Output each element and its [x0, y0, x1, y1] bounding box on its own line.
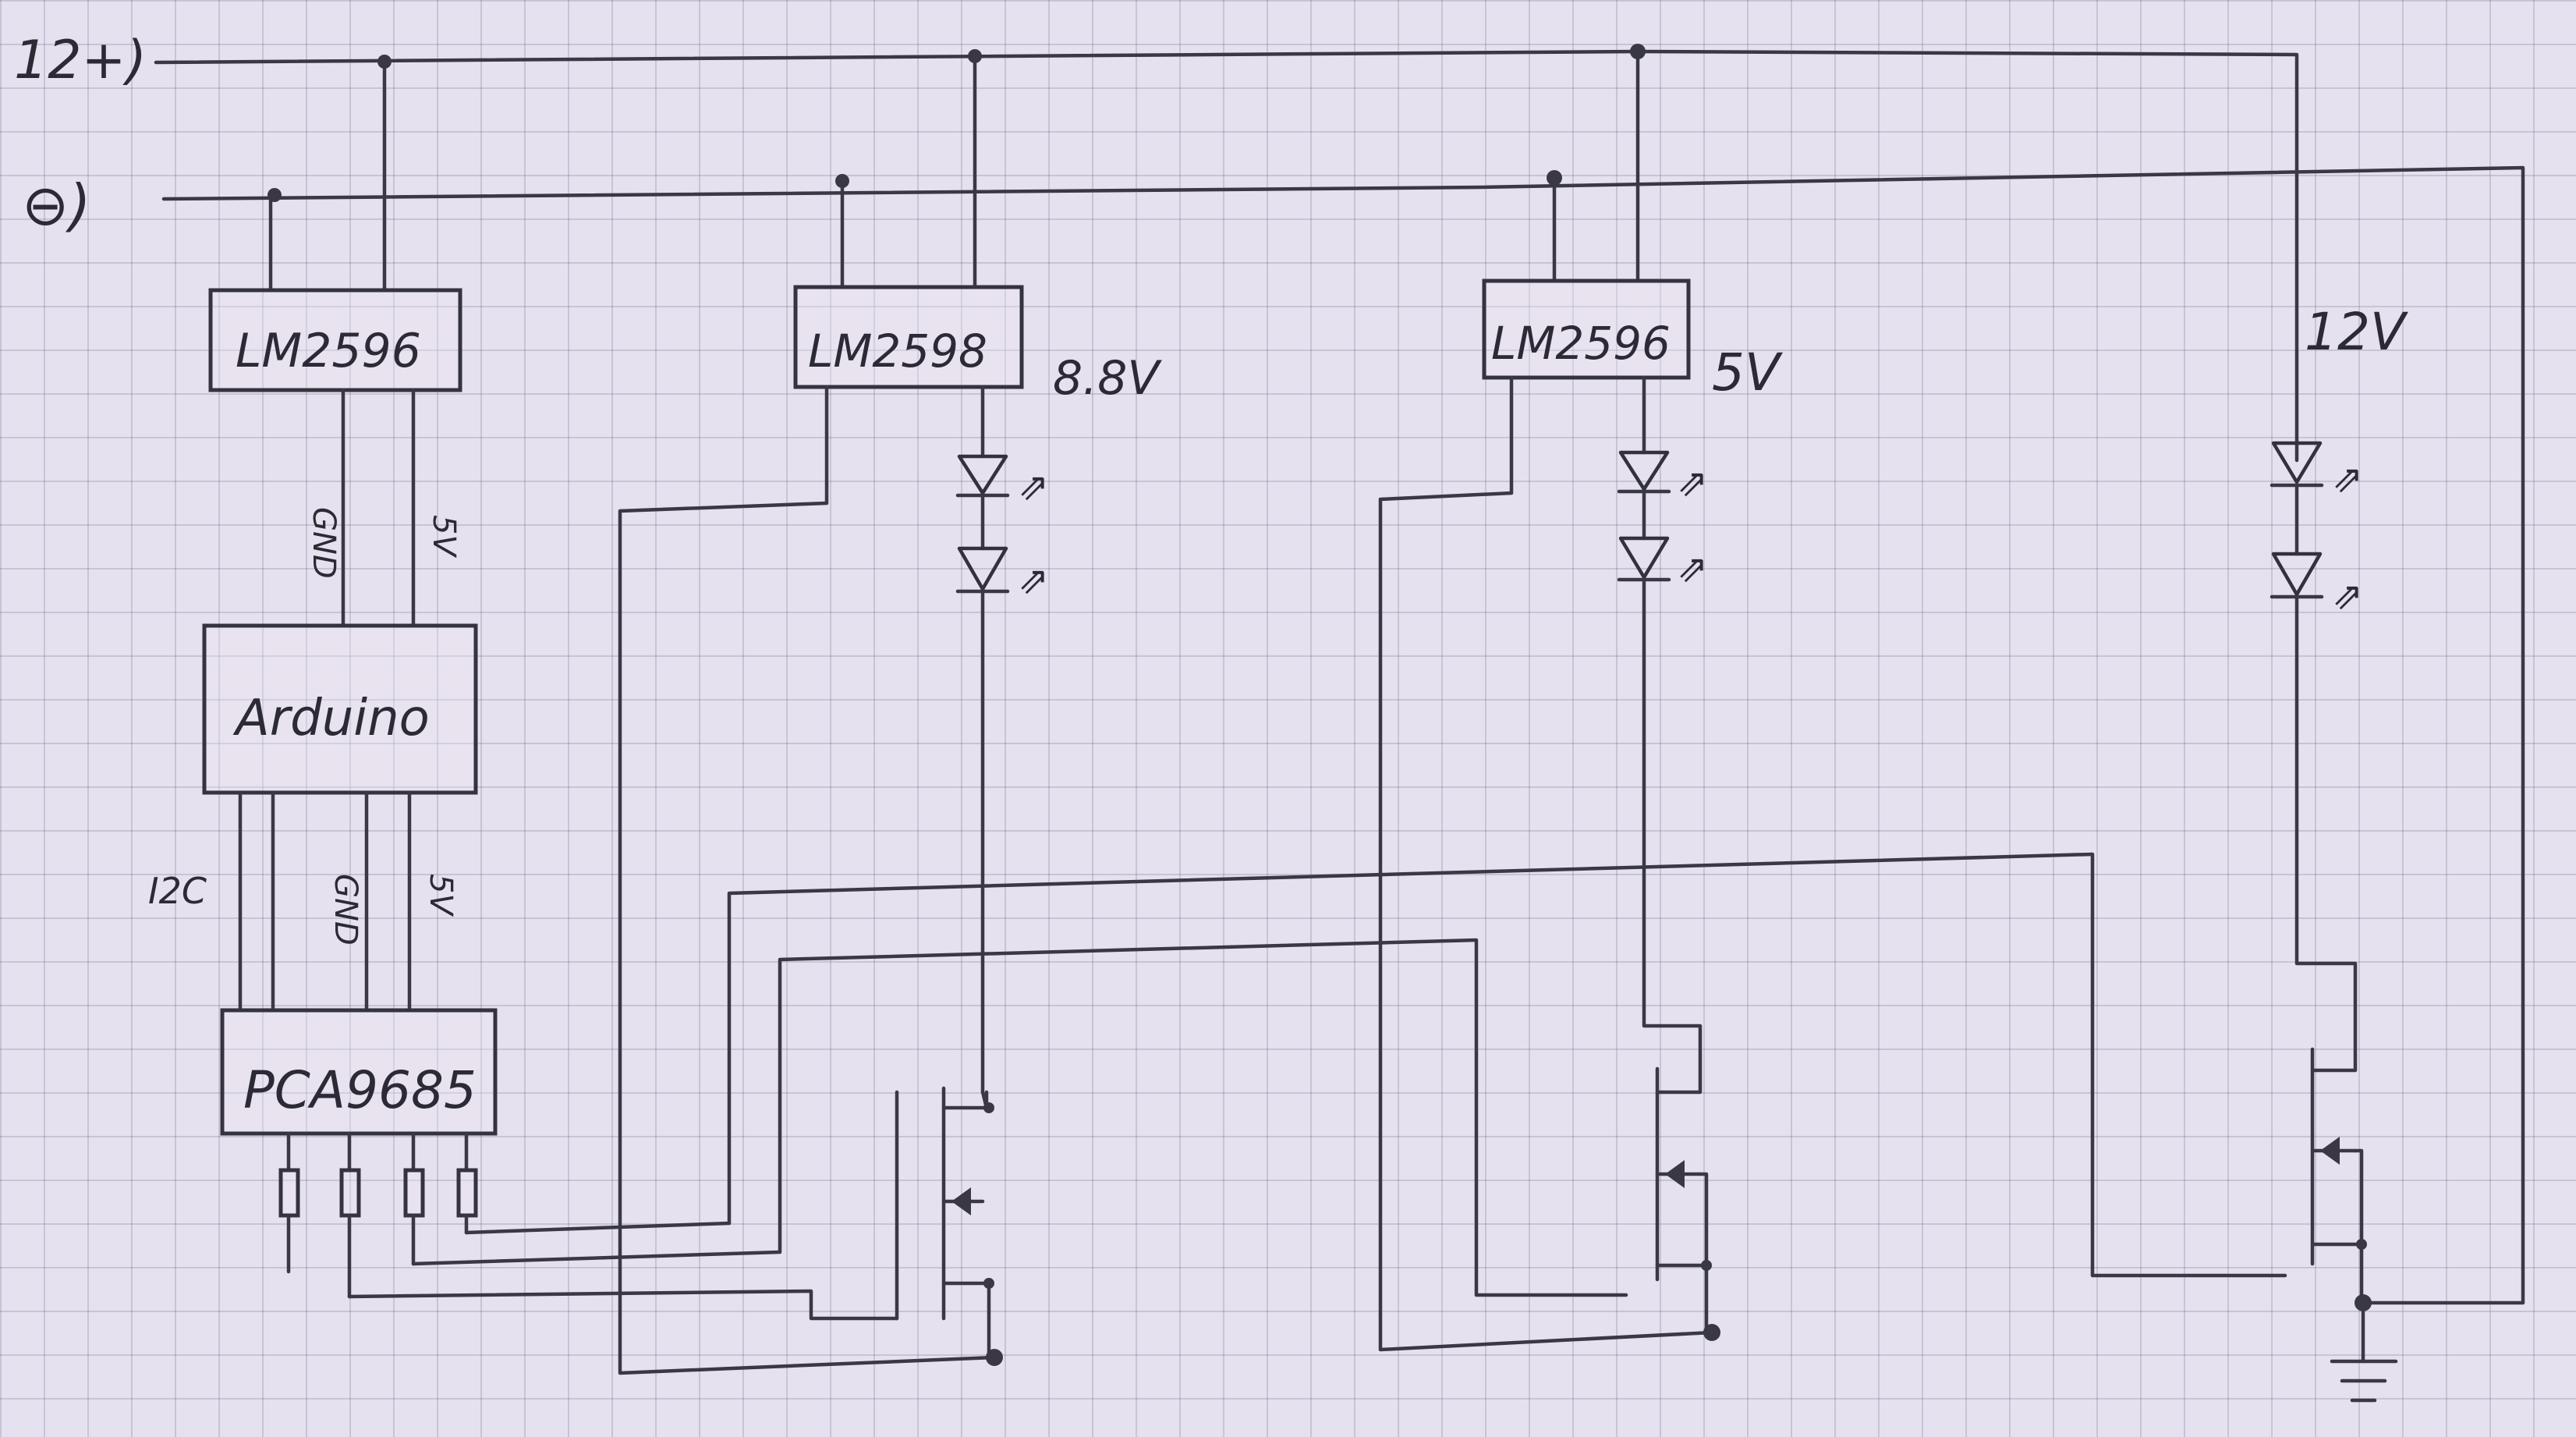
regulator-3: LM2596 5V ⇗ ⇗ [1378, 49, 1783, 1352]
led-pair-12v: ⇗ ⇗ [2270, 441, 2363, 618]
led-emission-icon: ⇗ [1018, 465, 1049, 509]
regulator-1-5v-label: 5V [426, 515, 462, 558]
arduino-label: Arduino [232, 690, 430, 747]
led-emission-icon: ⇗ [1018, 559, 1049, 602]
led-pair-8v8: ⇗ ⇗ [955, 454, 1049, 602]
arduino-5v-label: 5V [423, 874, 459, 917]
mosfet-8v8 [895, 1086, 1003, 1366]
led-pair-5v: ⇗ ⇗ [1617, 450, 1708, 591]
led-emission-icon: ⇗ [2332, 457, 2363, 501]
neg-rail-label: ⊖) [22, 172, 90, 238]
neg-rail [161, 165, 2525, 1305]
arduino-gnd-label: GND [328, 874, 363, 946]
regulator-2-voltage: 8.8V [1053, 351, 1162, 406]
pwm-driver: PCA9685 [220, 852, 2287, 1321]
regulator-1: LM2596 GND 5V [208, 59, 462, 628]
pwm-output-resistors [278, 1131, 478, 1299]
regulator-2: LM2598 8.8V ⇗ ⇗ [618, 54, 1162, 1375]
branch-12v-voltage: 12V [2305, 302, 2408, 362]
regulator-2-label: LM2598 [808, 325, 987, 378]
mosfet-5v [1655, 1066, 1720, 1341]
regulator-3-voltage: 5V [1712, 342, 1783, 403]
regulator-1-gnd-label: GND [306, 507, 342, 579]
pwm-driver-label: PCA9685 [243, 1060, 477, 1120]
led-branch-12v: 12V ⇗ ⇗ [2270, 302, 2408, 1311]
ground-icon [2330, 1300, 2398, 1403]
mosfet-12v [2310, 1047, 2372, 1311]
regulator-3-label: LM2596 [1491, 317, 1671, 370]
pos-rail [154, 49, 2299, 463]
rail-junctions [268, 44, 1646, 202]
arduino-i2c-label: I2C [148, 870, 207, 912]
led-emission-icon: ⇗ [2332, 574, 2363, 618]
arduino-module: Arduino I2C GND 5V [148, 623, 478, 1013]
led-emission-icon: ⇗ [1677, 461, 1708, 505]
pos-rail-label: 12+) [14, 30, 147, 91]
led-emission-icon: ⇗ [1677, 547, 1708, 591]
regulator-1-label: LM2596 [236, 324, 421, 378]
